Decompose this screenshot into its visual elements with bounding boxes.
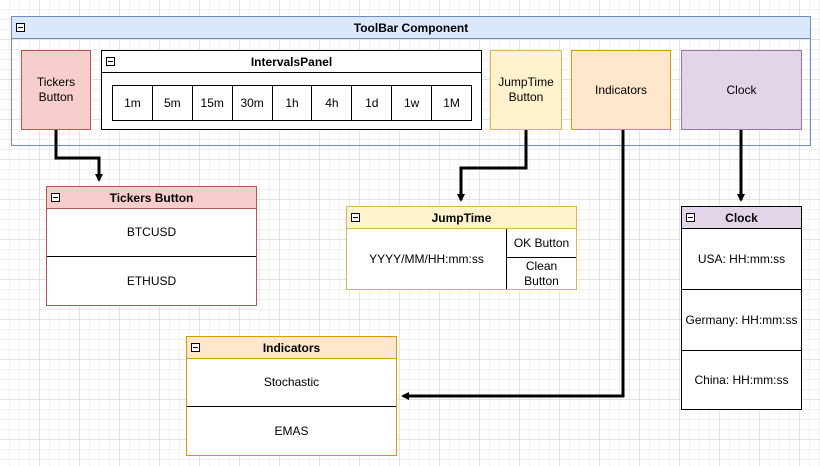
interval-button-1m[interactable]: 1m (113, 86, 153, 120)
jumptime-box-title: JumpTime (431, 210, 492, 225)
jumptime-button[interactable]: JumpTime Button (490, 50, 562, 130)
intervals-panel-title: IntervalsPanel (250, 54, 333, 69)
interval-button-1h[interactable]: 1h (273, 86, 313, 120)
clock-box: Clock USA: HH:mm:ss Germany: HH:mm:ss Ch… (681, 206, 802, 410)
collapse-icon[interactable] (351, 212, 360, 222)
interval-button-1M[interactable]: 1M (443, 95, 460, 110)
tickers-box-title: Tickers Button (109, 190, 194, 205)
datetime-input[interactable]: YYYY/MM/HH:mm:ss (347, 229, 507, 289)
list-item-china-time: China: HH:mm:ss (682, 351, 801, 409)
interval-button-1d[interactable]: 1d (352, 86, 393, 120)
indicators-box: Indicators Stochastic EMAS (186, 336, 397, 456)
arrow-indicators (401, 130, 625, 400)
clean-button[interactable]: Clean Button (507, 258, 576, 289)
clock-box-header: Clock (682, 207, 801, 229)
toolbar-header: ToolBar Component (12, 17, 810, 39)
clock-button-label: Clock (726, 82, 757, 97)
tickers-button[interactable]: Tickers Button (21, 50, 91, 130)
interval-button-4h[interactable]: 4h (312, 86, 353, 120)
interval-row: 1m 5m 15m 30m 1h 4h 1d 1w 1M (112, 85, 472, 121)
tickers-box-header: Tickers Button (47, 187, 256, 209)
indicators-button[interactable]: Indicators (571, 50, 671, 130)
toolbar-title: ToolBar Component (353, 20, 469, 35)
interval-button-15m[interactable]: 15m (193, 86, 233, 120)
list-item-ethusd[interactable]: ETHUSD (47, 257, 256, 305)
tickers-button-label: Tickers Button (36, 75, 76, 104)
interval-button-5m[interactable]: 5m (153, 86, 193, 120)
jumptime-box: JumpTime YYYY/MM/HH:mm:ss OK Button Clea… (346, 206, 577, 290)
tickers-box: Tickers Button BTCUSD ETHUSD (46, 186, 257, 306)
interval-button-1w[interactable]: 1w (392, 86, 433, 120)
collapse-icon[interactable] (191, 342, 200, 352)
list-item-emas[interactable]: EMAS (187, 407, 396, 455)
list-item-usa-time: USA: HH:mm:ss (682, 229, 801, 290)
indicators-button-label: Indicators (594, 82, 648, 97)
toolbar-component: ToolBar Component (11, 16, 811, 146)
arrow-tickers (54, 130, 103, 182)
arrow-jumptime (457, 130, 528, 202)
collapse-icon[interactable] (106, 56, 115, 66)
collapse-icon[interactable] (51, 192, 60, 202)
jumptime-button-label: JumpTime Button (498, 75, 554, 104)
jumptime-box-header: JumpTime (347, 207, 576, 229)
intervals-panel-header: IntervalsPanel (102, 51, 481, 73)
list-item-germany-time: Germany: HH:mm:ss (682, 290, 801, 351)
indicators-box-title: Indicators (262, 340, 321, 355)
ok-button[interactable]: OK Button (507, 229, 576, 258)
indicators-box-header: Indicators (187, 337, 396, 359)
collapse-icon[interactable] (16, 22, 25, 32)
intervals-panel: IntervalsPanel 1m 5m 15m 30m 1h 4h 1d 1w… (101, 50, 482, 130)
clock-box-title: Clock (725, 210, 758, 225)
interval-button-30m[interactable]: 30m (233, 86, 273, 120)
list-item-stochastic[interactable]: Stochastic (187, 359, 396, 407)
list-item-btcusd[interactable]: BTCUSD (47, 209, 256, 257)
collapse-icon[interactable] (686, 212, 695, 222)
clock-button[interactable]: Clock (681, 50, 802, 130)
